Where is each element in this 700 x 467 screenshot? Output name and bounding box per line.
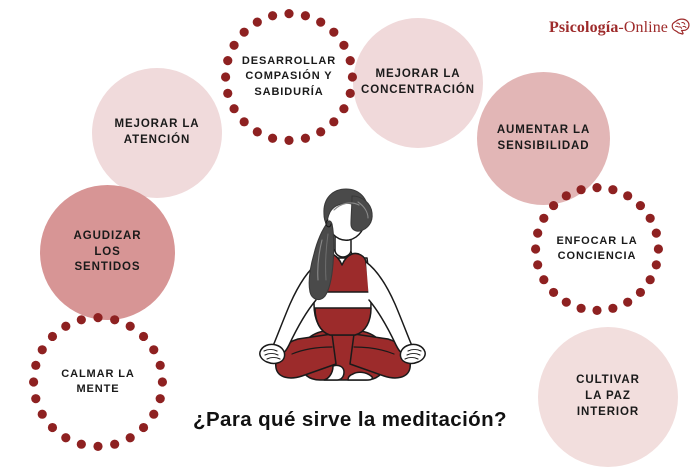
brand-name: Psicología-Online — [549, 19, 668, 37]
bubble-disc — [477, 72, 610, 205]
bubble-dotted-ring — [221, 9, 357, 145]
benefit-bubble-enfocar-la-conciencia[interactable]: ENFOCAR LA CONCIENCIA — [530, 182, 664, 316]
bubble-dotted-ring — [531, 183, 663, 315]
bubble-disc — [353, 18, 483, 148]
brand-name-rest: -Online — [618, 18, 668, 36]
bubble-label: MEJORAR LA ATENCIÓN — [114, 118, 200, 146]
bubble-disc — [538, 327, 678, 467]
bubble-label: ENFOCAR LA CONCIENCIA — [556, 234, 638, 262]
bubble-disc — [92, 68, 222, 198]
benefit-bubble-desarrollar-compasion-y-sabiduria[interactable]: DESARROLLAR COMPASIÓN Y SABIDURÍA — [220, 8, 358, 146]
bubble-label: CALMAR LA MENTE — [61, 367, 135, 395]
benefit-bubble-calmar-la-mente[interactable]: CALMAR LA MENTE — [28, 312, 168, 452]
bubble-label: DESARROLLAR COMPASIÓN Y SABIDURÍA — [241, 55, 337, 98]
page-title: ¿Para qué sirve la meditación? — [193, 408, 507, 431]
brand-name-bold: Psicología — [548, 18, 619, 36]
benefit-bubble-mejorar-la-concentracion[interactable]: MEJORAR LA CONCENTRACIÓN — [353, 18, 483, 148]
woman-meditating-illustration — [240, 188, 445, 403]
bubble-label: AGUDIZAR LOS SENTIDOS — [73, 229, 142, 274]
brand-logo: Psicología-Online — [549, 18, 692, 37]
bubble-dotted-ring — [29, 313, 167, 451]
bubble-disc — [40, 185, 175, 320]
benefit-bubble-agudizar-los-sentidos[interactable]: AGUDIZAR LOS SENTIDOS — [40, 185, 175, 320]
bubble-label: CULTIVAR LA PAZ INTERIOR — [576, 374, 640, 418]
bubble-label: AUMENTAR LA SENSIBILIDAD — [496, 123, 591, 152]
benefit-bubble-cultivar-la-paz-interior[interactable]: CULTIVAR LA PAZ INTERIOR — [538, 327, 678, 467]
brain-icon — [670, 18, 692, 37]
benefit-bubble-mejorar-la-atencion[interactable]: MEJORAR LA ATENCIÓN — [92, 68, 222, 198]
bubble-label: MEJORAR LA CONCENTRACIÓN — [361, 68, 475, 96]
benefit-bubble-aumentar-la-sensibilidad[interactable]: AUMENTAR LA SENSIBILIDAD — [477, 72, 610, 205]
